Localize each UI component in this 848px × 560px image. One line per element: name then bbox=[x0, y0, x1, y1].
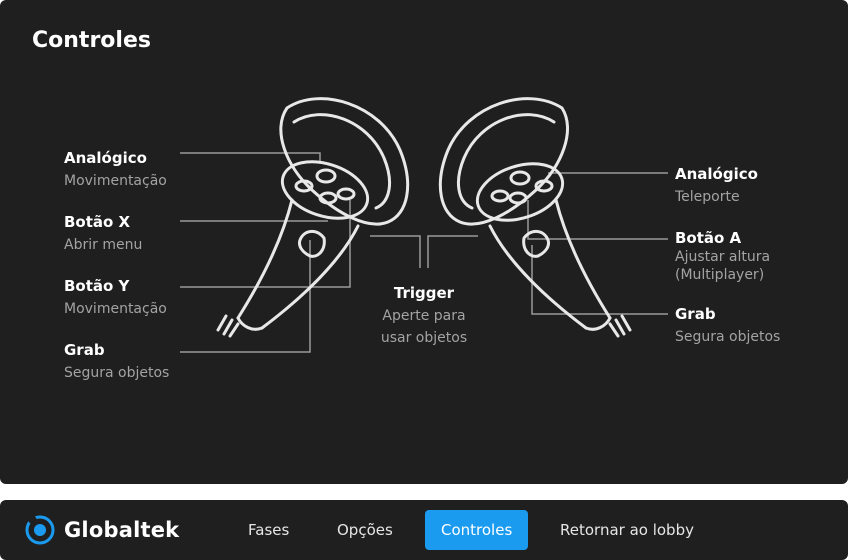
leader-left-y bbox=[180, 200, 351, 288]
leader-trigger-right bbox=[427, 235, 478, 268]
label-subtitle: Movimentação bbox=[64, 301, 167, 317]
label-left-button-x: Botão X Abrir menu bbox=[64, 212, 142, 254]
label-title: Grab bbox=[64, 341, 105, 359]
label-left-button-y: Botão Y Movimentação bbox=[64, 276, 167, 318]
left-controller-drawing bbox=[216, 97, 410, 338]
nav-item-opcoes[interactable]: Opções bbox=[337, 521, 393, 539]
nav-item-fases[interactable]: Fases bbox=[248, 521, 290, 539]
leader-trigger-left bbox=[370, 235, 421, 268]
right-controller-drawing bbox=[438, 97, 632, 338]
label-subtitle: Teleporte bbox=[675, 189, 740, 205]
leader-right-grab bbox=[531, 245, 668, 315]
label-subtitle-line1: Aperte para bbox=[382, 308, 466, 324]
label-subtitle: Segura objetos bbox=[675, 329, 781, 345]
label-right-analog: Analógico Teleporte bbox=[675, 164, 758, 206]
label-subtitle-line2: (Multiplayer) bbox=[675, 267, 765, 283]
label-title: Analógico bbox=[64, 149, 147, 167]
label-subtitle: Abrir menu bbox=[64, 237, 143, 253]
leader-left-analog bbox=[180, 152, 321, 162]
logo-text: Globaltek bbox=[64, 518, 180, 542]
label-right-button-a: Botão A Ajustar altura (Multiplayer) bbox=[675, 228, 770, 284]
leader-left-grab bbox=[180, 240, 311, 353]
controllers-diagram bbox=[180, 97, 668, 353]
label-title: Analógico bbox=[675, 165, 758, 183]
label-trigger: Trigger Aperte para usar objetos bbox=[366, 283, 482, 347]
controls-panel: Controles bbox=[0, 0, 848, 484]
label-title: Trigger bbox=[393, 284, 455, 302]
label-subtitle: Segura objetos bbox=[64, 365, 170, 381]
page-title: Controles bbox=[32, 28, 151, 53]
label-subtitle: Movimentação bbox=[64, 173, 167, 189]
label-left-grab: Grab Segura objetos bbox=[64, 340, 169, 382]
label-subtitle-line2: usar objetos bbox=[380, 330, 468, 346]
leader-right-a bbox=[527, 200, 668, 240]
label-left-analog: Analógico Movimentação bbox=[64, 148, 167, 190]
label-title: Botão X bbox=[64, 213, 131, 231]
nav-item-controles[interactable]: Controles bbox=[425, 510, 529, 550]
label-title: Botão Y bbox=[64, 277, 130, 295]
brand-logo: Globaltek bbox=[24, 514, 179, 546]
label-title: Botão A bbox=[675, 229, 742, 247]
nav-item-retornar-lobby[interactable]: Retornar ao lobby bbox=[560, 521, 694, 539]
bottom-navbar: Globaltek Fases Opções Controles Retorna… bbox=[0, 500, 848, 560]
label-subtitle-line1: Ajustar altura bbox=[675, 249, 771, 265]
label-title: Grab bbox=[675, 305, 716, 323]
globaltek-logo-icon bbox=[25, 514, 55, 545]
label-right-grab: Grab Segura objetos bbox=[675, 304, 780, 346]
